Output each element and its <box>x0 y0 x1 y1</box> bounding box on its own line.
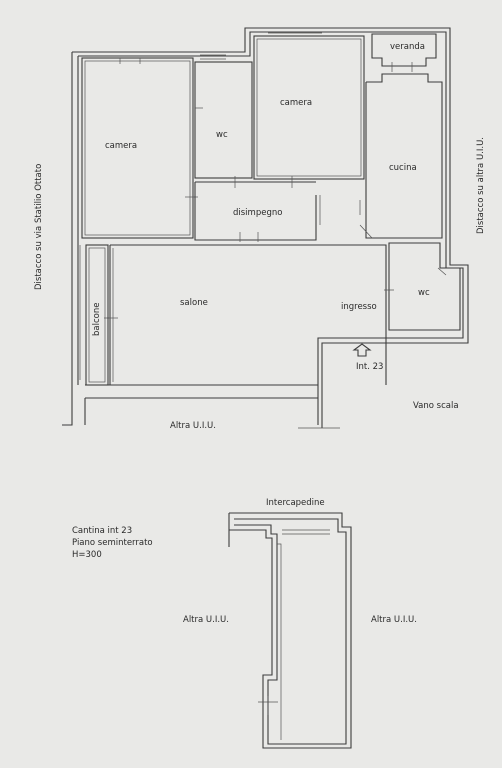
room-ingresso: ingresso <box>341 302 377 312</box>
label-cantina-right: Altra U.I.U. <box>371 615 417 625</box>
label-entrance: Int. 23 <box>356 362 383 372</box>
label-cantina-left: Altra U.I.U. <box>183 615 229 625</box>
room-wc-right: wc <box>418 288 430 298</box>
label-right-side: Distacco su altra U.I.U. <box>476 137 486 234</box>
room-wc-top: wc <box>216 130 228 140</box>
room-cucina: cucina <box>389 163 417 173</box>
label-stairwell: Vano scala <box>413 401 459 411</box>
apartment-walls <box>62 27 469 429</box>
room-camera-left: camera <box>105 141 137 151</box>
label-bottom-main: Altra U.I.U. <box>170 421 216 431</box>
label-left-side: Distacco su via Statilio Ottato <box>34 164 44 290</box>
room-disimpegno: disimpegno <box>233 208 282 218</box>
room-camera-center: camera <box>280 98 312 108</box>
room-salone: salone <box>180 298 208 308</box>
cantina-walls <box>228 512 352 749</box>
label-intercapedine: Intercapedine <box>266 498 325 508</box>
room-balcone: balcone <box>92 303 102 336</box>
cantina-info-line1: Cantina int 23 <box>72 526 132 536</box>
cantina-info-line2: Piano seminterrato <box>72 538 153 548</box>
cantina-info-line3: H=300 <box>72 550 102 560</box>
room-veranda: veranda <box>390 42 425 52</box>
